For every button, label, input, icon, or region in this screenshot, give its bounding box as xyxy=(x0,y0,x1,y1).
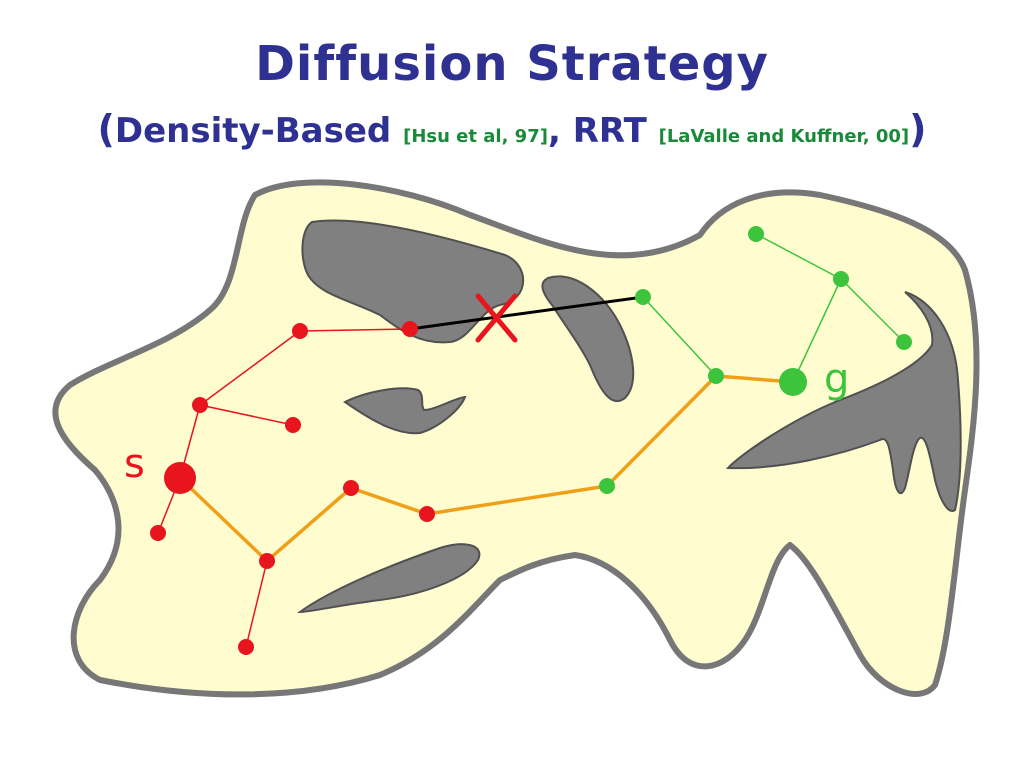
obstacle-right-claw xyxy=(725,291,962,512)
start-tree-node xyxy=(419,506,435,522)
subtitle-density-based: Density-Based xyxy=(114,111,392,151)
start-tree-edge xyxy=(299,328,411,332)
start-tree-node xyxy=(259,553,275,569)
goal-tree-edge xyxy=(792,278,842,383)
subtitle-comma: , xyxy=(547,111,561,151)
goal-tree-node xyxy=(635,289,651,305)
slide-subtitle: (Density-Based [Hsu et al, 97], RRT [LaV… xyxy=(0,110,1024,148)
subtitle-open-paren: ( xyxy=(97,107,115,151)
start-tree-node xyxy=(150,525,166,541)
obstacle-bottom-sliver xyxy=(296,543,481,614)
start-tree-node xyxy=(292,323,308,339)
start-tree-node xyxy=(285,417,301,433)
start-tree-node xyxy=(343,480,359,496)
goal-tree-edge xyxy=(642,296,717,377)
start-label: s xyxy=(124,441,145,487)
start-tree-node xyxy=(192,397,208,413)
obstacle-top-left xyxy=(301,219,525,344)
goal-tree-edges xyxy=(642,233,905,383)
start-tree-edge xyxy=(245,560,268,648)
goal-tree-nodes xyxy=(599,226,912,494)
goal-tree-node xyxy=(708,368,724,384)
goal-node xyxy=(779,368,807,396)
start-tree-edge xyxy=(199,404,294,426)
obstacle-small-arrow xyxy=(343,387,467,435)
start-tree-edge xyxy=(199,330,301,406)
goal-label: g xyxy=(824,356,849,402)
start-tree-node xyxy=(402,321,418,337)
start-tree-nodes xyxy=(150,321,435,655)
collision-x-mark xyxy=(475,293,518,343)
start-node xyxy=(164,462,196,494)
goal-tree-node xyxy=(833,271,849,287)
goal-tree-node xyxy=(896,334,912,350)
citation-lavalle: [LaValle and Kuffner, 00] xyxy=(658,126,910,147)
failed-connection-edge xyxy=(409,295,644,331)
free-space-region xyxy=(52,179,980,698)
subtitle-close-paren: ) xyxy=(909,107,927,151)
goal-tree-edge xyxy=(755,233,842,280)
start-tree-node xyxy=(238,639,254,655)
goal-tree-node xyxy=(599,478,615,494)
subtitle-rrt: RRT xyxy=(572,111,647,151)
goal-tree-edge xyxy=(840,278,905,343)
goal-tree-node xyxy=(748,226,764,242)
citation-hsu: [Hsu et al, 97] xyxy=(403,126,548,147)
slide-title: Diffusion Strategy xyxy=(255,36,769,92)
